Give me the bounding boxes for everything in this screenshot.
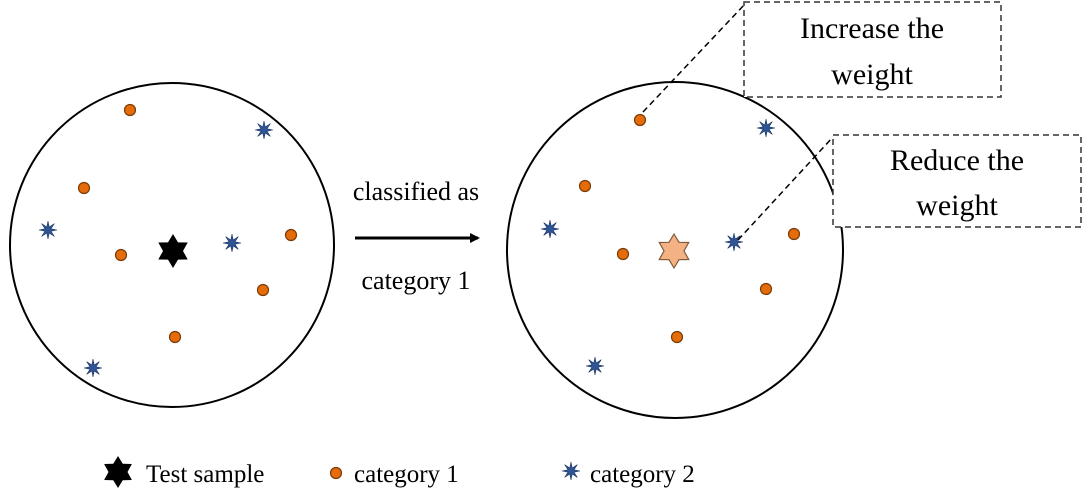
reduce-leader-line [737, 136, 834, 241]
category1-point [123, 103, 137, 117]
category2-point [756, 118, 776, 138]
category2-point [585, 356, 605, 376]
right-category2-points [540, 118, 776, 376]
category1-point [114, 248, 128, 262]
legend-test-sample-label: Test sample [146, 461, 264, 488]
category2-point [540, 219, 560, 239]
arrow-bottom-label: category 1 [361, 266, 470, 295]
category1-point [578, 179, 592, 193]
legend: Test sample category 1 category 2 [104, 456, 695, 488]
legend-category1-icon [329, 466, 343, 480]
category1-point [633, 113, 647, 127]
category1-point [759, 282, 773, 296]
category2-point [83, 358, 103, 378]
right-category1-points [578, 113, 801, 344]
category2-point [222, 233, 242, 253]
classification-arrow: classified as category 1 [353, 177, 480, 295]
category1-point [168, 330, 182, 344]
right-region [506, 81, 844, 419]
arrow-top-label: classified as [353, 177, 479, 206]
category1-point [77, 181, 91, 195]
left-circle [9, 82, 335, 408]
right-circle [506, 81, 844, 419]
legend-category2-icon [561, 461, 581, 481]
increase-weight-callout: Increase the weight [642, 1, 1002, 113]
increase-leader-line [642, 3, 746, 113]
category1-point [284, 228, 298, 242]
category1-point [670, 330, 684, 344]
right-test-sample-icon [658, 232, 690, 270]
left-category2-points [38, 120, 274, 378]
category1-point [787, 227, 801, 241]
left-region [9, 82, 335, 408]
reduce-weight-line1: Reduce the [890, 144, 1024, 177]
category1-point [256, 283, 270, 297]
reduce-weight-line2: weight [916, 189, 998, 222]
category2-point [38, 220, 58, 240]
category2-point [254, 120, 274, 140]
legend-category2-label: category 2 [590, 461, 695, 488]
reduce-weight-box [832, 134, 1082, 228]
reduce-weight-callout: Reduce the weight [737, 134, 1082, 241]
category2-point [724, 232, 744, 252]
increase-weight-line2: weight [831, 58, 913, 91]
category1-point [616, 247, 630, 261]
increase-weight-line1: Increase the [800, 12, 944, 45]
legend-category1-label: category 1 [354, 461, 459, 488]
left-category1-points [77, 103, 298, 344]
left-test-sample-icon [158, 234, 188, 268]
increase-weight-box [743, 1, 1002, 98]
legend-test-sample-icon [104, 456, 132, 488]
